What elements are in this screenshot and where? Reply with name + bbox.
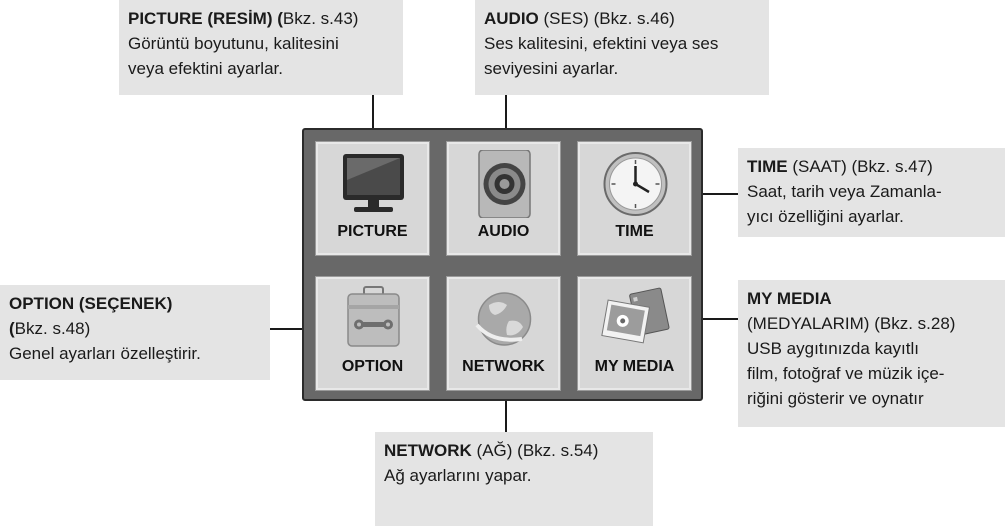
option-callout-line2: Genel ayarları özelleştirir. bbox=[9, 344, 201, 363]
picture-callout-title: PICTURE (RESİM) ( bbox=[128, 9, 283, 28]
option-callout: OPTION (SEÇENEK) (Bkz. s.48) Genel ayarl… bbox=[0, 285, 270, 380]
tile-network[interactable]: NETWORK bbox=[446, 276, 561, 391]
toolbox-icon bbox=[347, 286, 400, 347]
speaker-icon bbox=[478, 150, 531, 218]
tile-network-label: NETWORK bbox=[462, 358, 545, 375]
mymedia-callout-line1: (MEDYALARIM) (Bkz. s.28) bbox=[747, 314, 956, 333]
time-callout-ref: (SAAT) (Bkz. s.47) bbox=[787, 157, 933, 176]
time-callout: TIME (SAAT) (Bkz. s.47) Saat, tarih veya… bbox=[738, 148, 1005, 237]
network-callout-ref: (AĞ) (Bkz. s.54) bbox=[471, 441, 599, 460]
option-callout-ref: Bkz. s.48) bbox=[14, 319, 91, 338]
tile-time[interactable]: TIME bbox=[577, 141, 692, 256]
tv-icon bbox=[343, 154, 404, 212]
audio-callout-ref: (SES) (Bkz. s.46) bbox=[538, 9, 675, 28]
media-icon bbox=[601, 287, 670, 344]
audio-callout: AUDIO (SES) (Bkz. s.46) Ses kalitesini, … bbox=[475, 0, 769, 95]
tile-option-label: OPTION bbox=[341, 358, 404, 375]
mymedia-callout-title: MY MEDIA bbox=[747, 289, 832, 308]
tile-audio[interactable]: AUDIO bbox=[446, 141, 561, 256]
tile-option[interactable]: OPTION bbox=[315, 276, 430, 391]
option-callout-title: OPTION (SEÇENEK) bbox=[9, 294, 173, 313]
option-callout-paren: ( bbox=[9, 319, 15, 338]
mymedia-callout-line2: USB aygıtınızda kayıtlı bbox=[747, 339, 919, 358]
network-callout: NETWORK (AĞ) (Bkz. s.54) Ağ ayarlarını y… bbox=[375, 432, 653, 526]
tile-picture-label: PICTURE bbox=[337, 223, 408, 240]
network-callout-line1: Ağ ayarlarını yapar. bbox=[384, 466, 532, 485]
time-connector bbox=[690, 193, 738, 195]
time-callout-line1: Saat, tarih veya Zamanla- bbox=[747, 182, 942, 201]
time-callout-line2: yıcı özelliğini ayarlar. bbox=[747, 207, 904, 226]
option-connector bbox=[270, 328, 316, 330]
time-callout-title: TIME bbox=[747, 157, 788, 176]
audio-callout-line1: Ses kalitesini, efektini veya ses bbox=[484, 34, 719, 53]
audio-callout-line2: seviyesini ayarlar. bbox=[484, 59, 619, 78]
network-callout-title: NETWORK bbox=[384, 441, 472, 460]
picture-callout-line2: veya efektini ayarlar. bbox=[128, 59, 283, 78]
mymedia-callout-line4: riğini gösterir ve oynatır bbox=[747, 389, 924, 408]
tile-time-label: TIME bbox=[615, 223, 654, 240]
menu-frame: PICTURE AUDIO TIME bbox=[302, 128, 703, 401]
tile-mymedia-label: MY MEDIA bbox=[594, 358, 675, 375]
picture-callout-ref: Bkz. s.43) bbox=[282, 9, 359, 28]
picture-callout-line1: Görüntü boyutunu, kalitesini bbox=[128, 34, 339, 53]
tile-audio-label: AUDIO bbox=[477, 223, 530, 240]
mymedia-callout-line3: film, fotoğraf ve müzik içe- bbox=[747, 364, 945, 383]
audio-callout-title: AUDIO bbox=[484, 9, 539, 28]
mymedia-connector bbox=[690, 318, 738, 320]
tile-mymedia[interactable]: MY MEDIA bbox=[577, 276, 692, 391]
picture-callout: PICTURE (RESİM) (Bkz. s.43) Görüntü boyu… bbox=[119, 0, 403, 95]
tile-picture[interactable]: PICTURE bbox=[315, 141, 430, 256]
network-connector bbox=[505, 385, 507, 432]
audio-connector bbox=[505, 95, 507, 139]
mymedia-callout: MY MEDIA (MEDYALARIM) (Bkz. s.28) USB ay… bbox=[738, 280, 1005, 427]
clock-icon bbox=[603, 152, 668, 216]
picture-connector bbox=[372, 95, 374, 139]
globe-icon bbox=[475, 292, 532, 346]
